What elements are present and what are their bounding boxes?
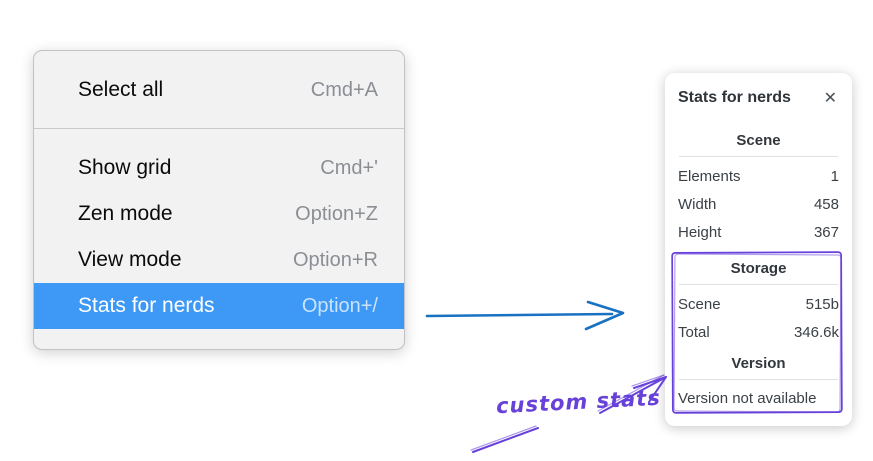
stat-value: 515b: [805, 296, 839, 313]
menu-item-shortcut: Option+Z: [295, 202, 378, 225]
section-divider: [679, 379, 838, 380]
stat-row-height: Height 367: [678, 219, 839, 247]
menu-item-label: Zen mode: [78, 202, 173, 225]
section-heading-scene: Scene: [736, 132, 781, 149]
pointer-arrow: [425, 300, 625, 331]
stats-panel-title: Stats for nerds: [678, 89, 791, 106]
context-menu: Select all Cmd+A Show grid Cmd+' Zen mod…: [33, 50, 405, 350]
stat-value: 367: [813, 224, 839, 241]
menu-item-shortcut: Option+R: [292, 248, 378, 271]
menu-item-view-mode[interactable]: View mode Option+R: [34, 237, 404, 283]
menu-item-show-grid[interactable]: Show grid Cmd+': [34, 145, 404, 191]
menu-separator: [34, 128, 404, 129]
stat-label: Height: [678, 224, 722, 241]
stats-panel-header: Stats for nerds ✕: [678, 86, 839, 110]
menu-item-shortcut: Cmd+A: [310, 78, 378, 101]
stat-row-width: Width 458: [678, 191, 839, 219]
section-divider: [679, 284, 838, 285]
stat-label: Width: [678, 196, 717, 213]
version-note: Version not available: [678, 390, 817, 407]
annotation-arrow: [470, 374, 667, 453]
menu-item-label: Show grid: [78, 156, 172, 179]
stat-row-elements: Elements 1: [678, 163, 839, 191]
stat-label: Elements: [678, 168, 741, 185]
stat-value: 458: [813, 196, 839, 213]
menu-item-label: Stats for nerds: [78, 294, 215, 317]
stat-label: Total: [678, 324, 710, 341]
stat-row-scene-storage: Scene 515b: [678, 291, 839, 319]
stat-label: Scene: [678, 296, 721, 313]
stat-value: 1: [830, 168, 839, 185]
section-heading-storage: Storage: [730, 260, 787, 277]
close-icon[interactable]: ✕: [823, 88, 837, 107]
menu-item-shortcut: Option+/: [301, 294, 378, 317]
stat-row-total-storage: Total 346.6k: [678, 319, 839, 347]
menu-item-zen-mode[interactable]: Zen mode Option+Z: [34, 191, 404, 237]
menu-item-label: Select all: [78, 78, 164, 101]
menu-item-label: View mode: [78, 248, 182, 271]
stats-panel: Stats for nerds ✕ Scene Elements 1 Width…: [665, 73, 852, 426]
menu-item-select-all[interactable]: Select all Cmd+A: [34, 67, 404, 113]
section-heading-version: Version: [731, 355, 786, 372]
stat-value: 346.6k: [793, 324, 839, 341]
annotation-label: custom stats: [495, 385, 662, 419]
section-divider: [679, 156, 838, 157]
menu-item-stats-for-nerds[interactable]: Stats for nerds Option+/: [34, 283, 404, 329]
menu-item-shortcut: Cmd+': [320, 156, 378, 179]
